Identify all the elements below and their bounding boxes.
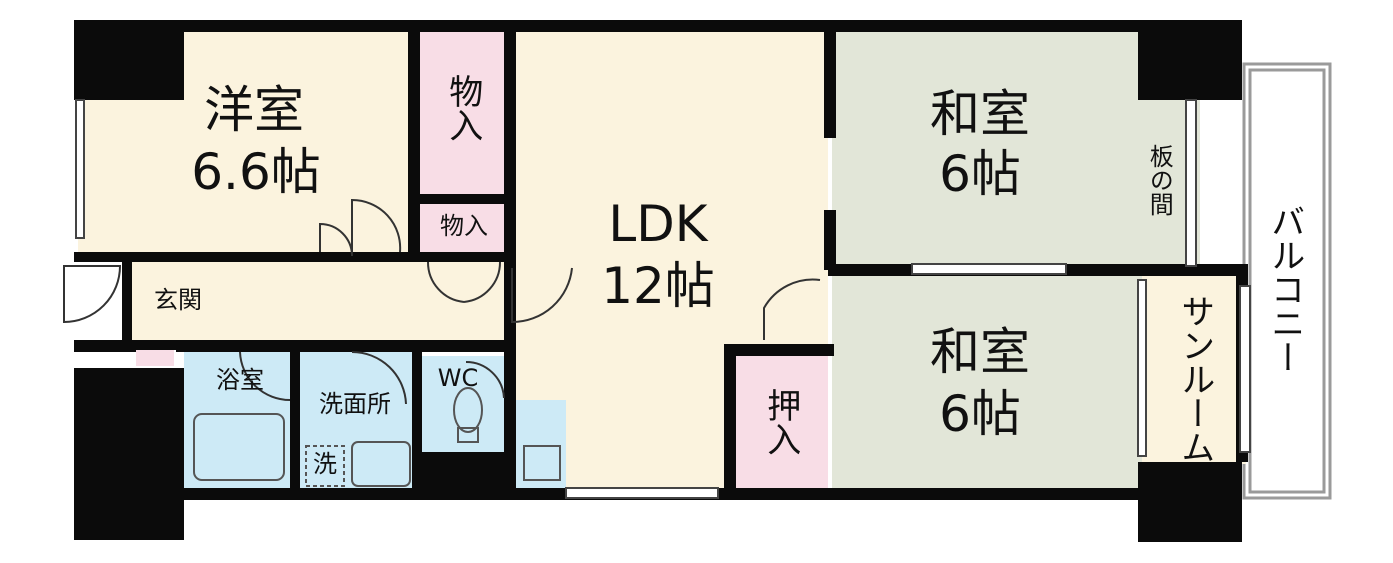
balcony-label: バルコニー	[1264, 204, 1305, 374]
storage1-area	[420, 28, 508, 194]
wc-label: WC	[437, 364, 479, 392]
oshiire-label: 押入	[760, 388, 801, 456]
sunroom-area	[1142, 274, 1246, 464]
washitsu-lower-size: 6帖	[939, 385, 1021, 443]
washbasin	[351, 441, 411, 487]
western-room-name: 洋室	[204, 81, 304, 139]
washroom-label: 洗面所	[319, 390, 391, 418]
ldk-size: 12帖	[601, 257, 715, 315]
storage2-area	[420, 204, 508, 256]
washitsu-upper-area	[832, 28, 1142, 268]
washitsu-lower-name: 和室	[930, 323, 1030, 381]
windows	[75, 99, 1251, 499]
ldk-name: LDK	[608, 195, 708, 253]
washitsu-upper-size: 6帖	[939, 145, 1021, 203]
washroom-area	[300, 350, 418, 490]
washitsu-upper-name: 和室	[930, 85, 1030, 143]
storage1-label: 物入	[442, 74, 483, 142]
doors	[63, 198, 821, 405]
toilet	[453, 387, 483, 433]
washer-pan	[305, 445, 345, 487]
western-room-size: 6.6帖	[191, 143, 321, 201]
itanoma-label: 板の間	[1145, 144, 1174, 216]
fixtures	[193, 387, 561, 487]
washitsu-lower-area	[832, 274, 1142, 496]
storage2-label: 物入	[440, 212, 488, 240]
oshiire-area	[736, 352, 828, 496]
hallway-area	[128, 262, 512, 342]
bath-label: 浴室	[216, 366, 264, 394]
bathtub	[193, 413, 285, 481]
entrance-label: 玄関	[154, 286, 202, 314]
sunroom-label: サンルーム	[1174, 294, 1215, 464]
bath-area	[184, 350, 294, 490]
washer-label: 洗	[313, 450, 337, 478]
fridge	[523, 445, 561, 481]
